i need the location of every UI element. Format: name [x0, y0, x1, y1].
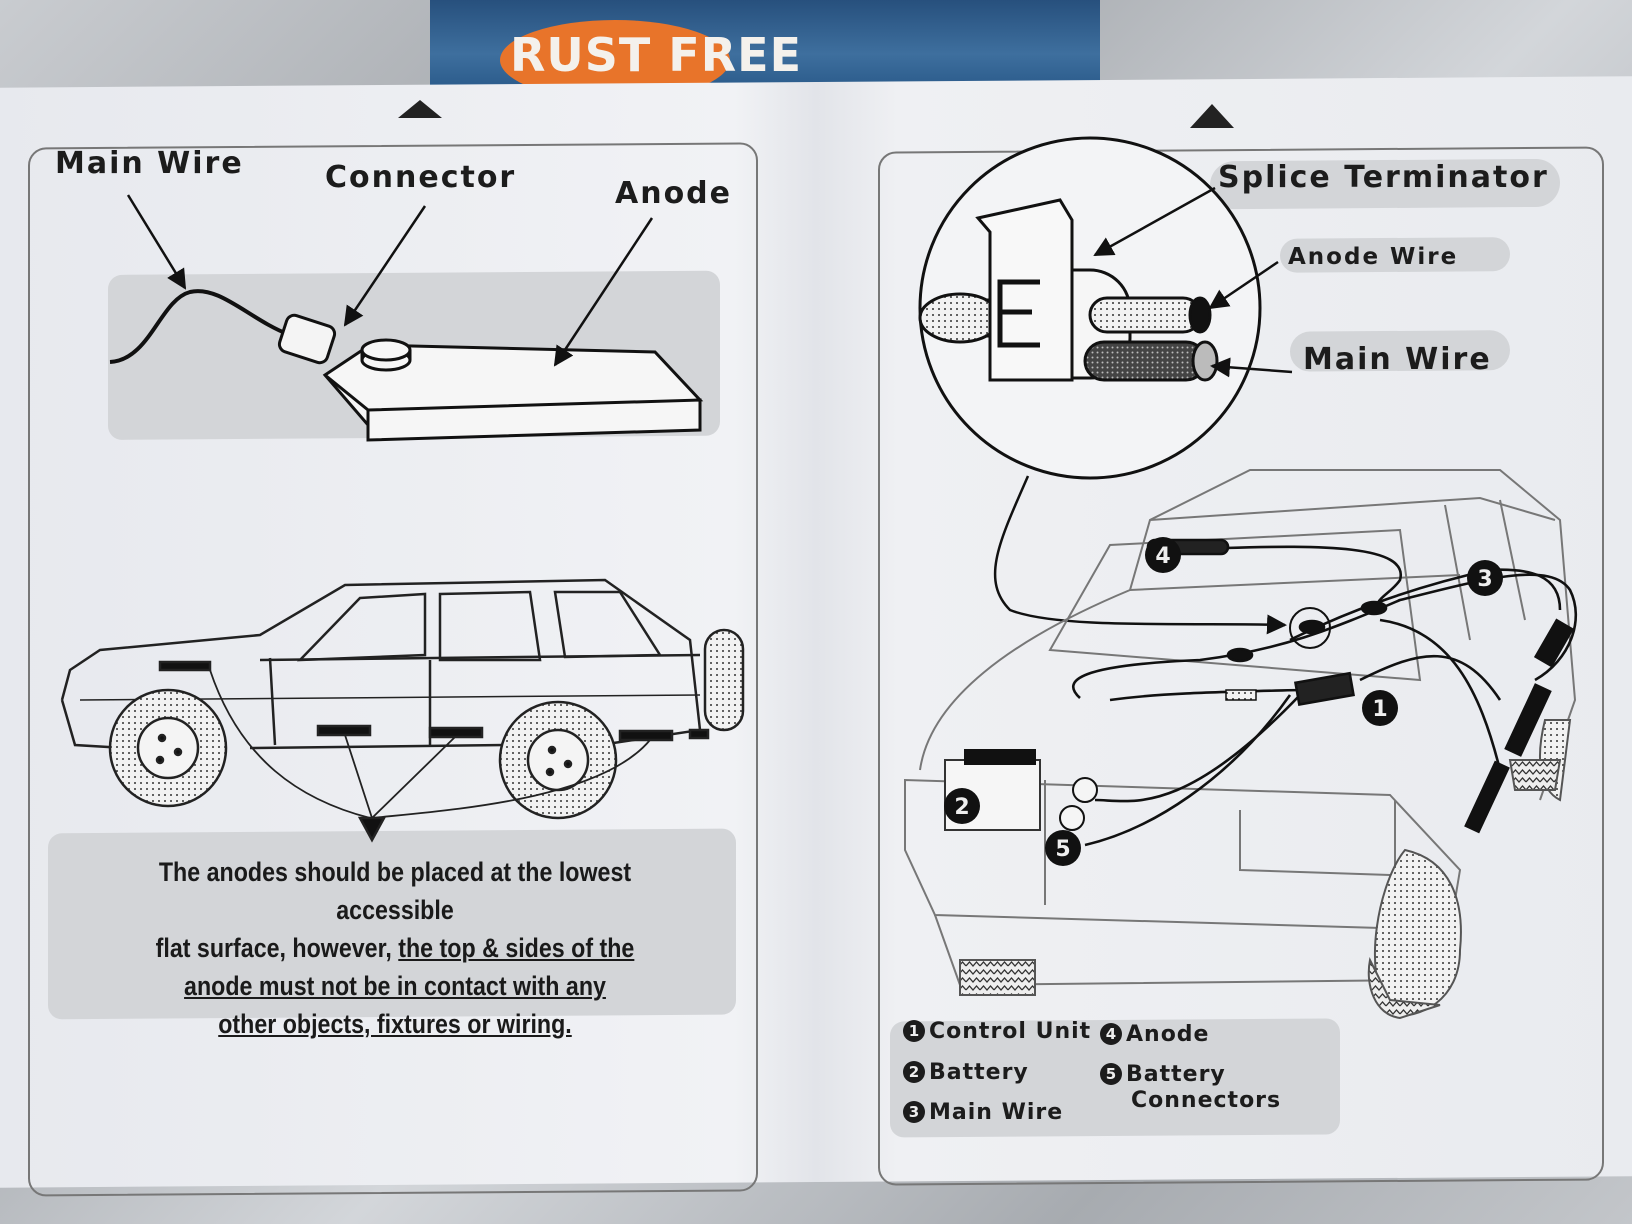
legend-text: Battery	[929, 1060, 1029, 1085]
front-view-car	[904, 469, 1577, 1020]
splice-detail	[918, 136, 1293, 635]
background-brochure: RUST FREE	[430, 0, 1100, 100]
brochure-title: RUST FREE	[510, 28, 802, 82]
caption-line-2: flat surface, however, the top & sides o…	[98, 929, 691, 967]
svg-text:5: 5	[1055, 837, 1070, 862]
page-mark-icon	[398, 100, 1234, 128]
legend-num: 4	[1100, 1023, 1122, 1045]
placement-caption: The anodes should be placed at the lowes…	[98, 853, 691, 1043]
svg-text:1: 1	[1372, 697, 1387, 722]
legend-num: 3	[903, 1101, 925, 1123]
legend-text: Connectors	[1131, 1088, 1282, 1113]
caption-line-1: The anodes should be placed at the lowes…	[158, 857, 632, 925]
legend-num: 2	[903, 1061, 925, 1083]
marker-2: 2	[944, 788, 980, 824]
marker-4: 4	[1145, 537, 1181, 573]
marker-1: 1	[1362, 690, 1398, 726]
legend-num: 1	[903, 1020, 925, 1042]
label-main-wire-left: Main Wire	[55, 146, 244, 181]
caption-line-3: anode must not be in contact with any	[184, 971, 606, 1001]
caption-line-4: other objects, fixtures or wiring.	[218, 1009, 572, 1039]
label-anode: Anode	[615, 176, 733, 211]
legend-text: Control Unit	[929, 1019, 1092, 1044]
label-main-wire-right: Main Wire	[1303, 342, 1492, 377]
caption-line-2-underlined: the top & sides of the	[398, 933, 635, 963]
legend-num: 5	[1100, 1063, 1122, 1085]
marker-5: 5	[1045, 830, 1081, 866]
legend-text: Battery	[1126, 1062, 1226, 1087]
marker-3: 3	[1467, 560, 1503, 596]
label-splice-terminator: Splice Terminator	[1218, 160, 1549, 195]
wiring-harness	[1059, 538, 1578, 847]
svg-text:3: 3	[1477, 567, 1492, 592]
svg-text:4: 4	[1155, 544, 1170, 569]
caption-line-2-plain: flat surface, however,	[155, 933, 399, 963]
label-connector: Connector	[325, 160, 517, 195]
side-view-car	[60, 578, 745, 843]
legend-text: Main Wire	[929, 1100, 1064, 1125]
label-anode-wire: Anode Wire	[1288, 244, 1459, 270]
numbered-markers: 1 2 3 4 5	[944, 537, 1503, 866]
anode-illustration	[109, 194, 704, 442]
legend-item-connectors-line2: Connectors	[1131, 1088, 1281, 1113]
legend-text: Anode	[1126, 1022, 1210, 1047]
svg-text:2: 2	[954, 795, 969, 820]
